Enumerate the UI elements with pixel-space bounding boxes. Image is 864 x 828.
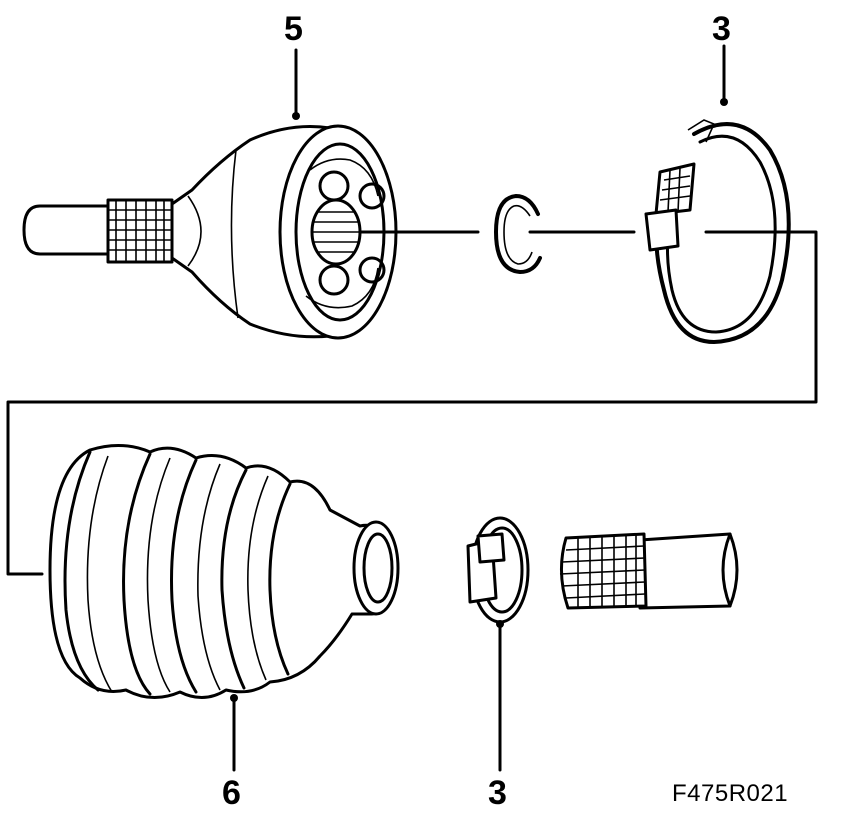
callout-number-5: 5 — [284, 10, 303, 48]
callout-number-6: 6 — [222, 774, 241, 812]
figure-code: F475R021 — [672, 780, 789, 807]
large-clamp — [644, 119, 791, 344]
leader-dot-3-top — [720, 98, 728, 106]
callout-number-3-top: 3 — [712, 10, 731, 48]
callout-number-3-bottom: 3 — [488, 774, 507, 812]
circlip — [494, 194, 542, 274]
assembly-routing-line — [6, 230, 818, 576]
cv-joint — [22, 124, 398, 340]
drive-shaft — [559, 532, 739, 610]
rubber-boot — [48, 444, 400, 699]
leader-dot-5 — [292, 112, 300, 120]
leader-dot-6 — [230, 694, 238, 702]
small-clamp — [466, 516, 530, 624]
leader-dot-3-bottom — [496, 620, 504, 628]
